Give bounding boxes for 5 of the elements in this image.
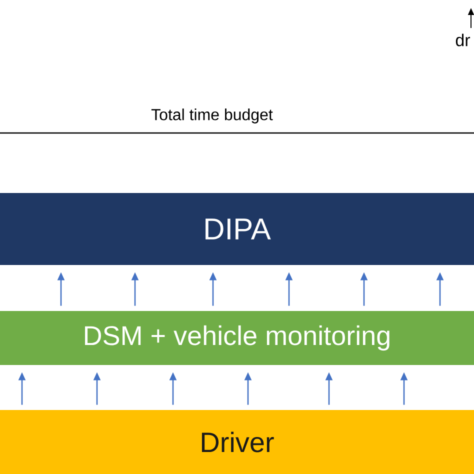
text-label: Total time budget (151, 108, 273, 124)
band: Driver (0, 410, 474, 474)
text-label: dr (456, 34, 470, 46)
band: DIPA (0, 193, 474, 265)
band: DSM + vehicle monitoring (0, 311, 474, 365)
